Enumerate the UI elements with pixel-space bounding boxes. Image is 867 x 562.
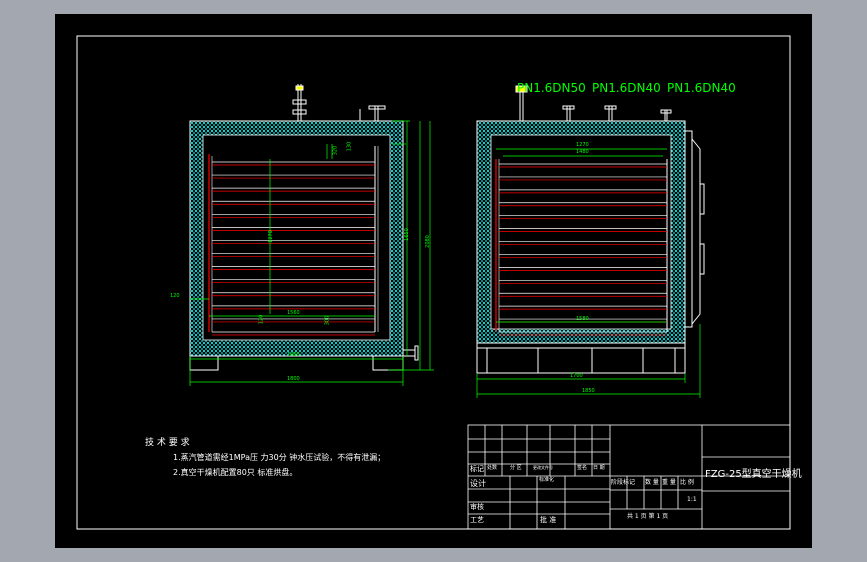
title-block-grid [467, 424, 791, 530]
dim-1800: 1800 [287, 376, 300, 382]
pipe-label-1: PN1.6DN50 [517, 81, 586, 95]
dim-r-1580: 1580 [576, 316, 589, 322]
label-approve: 批 准 [540, 516, 557, 524]
dim-1400: 1400 [287, 352, 300, 358]
label-zone: 分 区 [510, 465, 522, 471]
base-frame [476, 342, 686, 374]
dim-1270: 1270 [267, 230, 274, 243]
right-dimension-lines [476, 148, 701, 398]
dim-r-1700: 1700 [570, 373, 583, 379]
left-dimension-lines [189, 120, 434, 386]
dim-300: 300 [324, 315, 331, 326]
dim-320: 320 [332, 145, 339, 156]
dim-r-1480: 1480 [576, 149, 589, 155]
label-quantity: 数 量 [645, 479, 659, 486]
scale-value: 1:1 [687, 496, 697, 503]
dim-r-1850: 1850 [582, 388, 595, 394]
label-count: 处数 [487, 465, 498, 471]
row-label-design: 设计 [470, 479, 486, 488]
pipe-label-3: PN1.6DN40 [667, 81, 736, 95]
label-weight: 重 量 [662, 479, 676, 486]
row-label-process: 工艺 [470, 516, 484, 524]
drawing-frame [76, 35, 791, 530]
label-scale: 比 例 [680, 479, 694, 486]
row-label-mark: 标记 [470, 465, 484, 473]
label-sign: 签名 [577, 465, 588, 471]
dim-2080: 2080 [424, 235, 431, 248]
drawing-sheet: PN1.6DN50 PN1.6DN40 PN1.6DN40 1400 1800 … [55, 14, 812, 548]
label-stage: 阶段标记 [611, 479, 636, 486]
dim-130: 130 [346, 141, 353, 152]
cad-drawing [76, 35, 791, 530]
dim-120-inner: 120 [258, 314, 265, 325]
left-pipes [292, 84, 386, 121]
dim-1560: 1560 [287, 310, 300, 316]
right-view [476, 85, 705, 398]
row-label-review: 审核 [470, 503, 484, 511]
right-pipes [515, 85, 672, 121]
pipe-label-2: PN1.6DN40 [592, 81, 661, 95]
notes-title: 技 术 要 求 [145, 438, 190, 448]
right-leg [372, 355, 404, 371]
label-standard: 标准化 [539, 477, 555, 483]
note-2: 2.真空干燥机配置80只 标准烘盘。 [173, 468, 298, 477]
label-date: 日 期 [593, 465, 605, 471]
dim-120-left: 120 [170, 293, 180, 299]
dim-r-1270: 1270 [576, 142, 589, 148]
left-view [189, 84, 434, 386]
left-shelves [212, 161, 375, 336]
sheet-info: 共 1 页 第 1 页 [627, 513, 669, 520]
left-leg [189, 355, 219, 371]
label-change-doc: 更改文件号 [533, 465, 553, 470]
dim-1650: 1650 [403, 228, 410, 241]
drawing-title: FZG-25型真空干燥机 [705, 469, 802, 480]
note-1: 1.蒸汽管道需经1MPa压 力30分 钟水压试验，不得有泄漏； [173, 453, 386, 462]
